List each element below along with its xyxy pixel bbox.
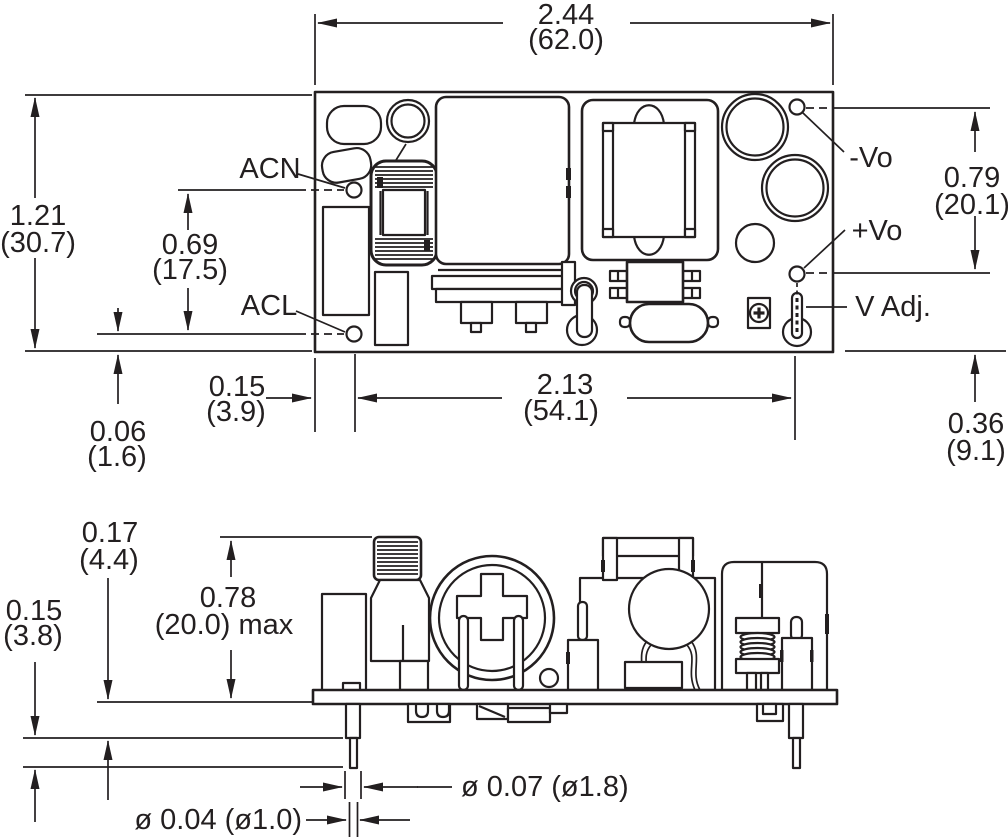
dim-edge-to-hole: 0.15 (3.9) bbox=[206, 371, 312, 428]
transformer bbox=[580, 98, 720, 262]
right-pin-block bbox=[780, 615, 814, 692]
under-board-connector-1 bbox=[406, 702, 452, 724]
dim-hole-to-edge-mm: (1.6) bbox=[87, 441, 147, 473]
capacitor-blob-small bbox=[320, 147, 373, 184]
acl-hole bbox=[345, 325, 363, 343]
board-side bbox=[311, 688, 839, 706]
to220-component bbox=[560, 260, 599, 347]
neg-vo-label: -Vo bbox=[849, 142, 893, 174]
side-left-block bbox=[320, 592, 368, 693]
under-board-connector-2 bbox=[475, 702, 569, 724]
dim-pin-length-mm: (3.8) bbox=[3, 620, 63, 652]
dim-pin-length-in: 0.15 bbox=[6, 595, 62, 627]
neg-vo-hole bbox=[788, 98, 806, 116]
input-filter-block bbox=[321, 205, 371, 317]
dim-pin-diameters: ø 0.07 (ø1.8) ø 0.04 (ø1.0) bbox=[134, 771, 629, 837]
output-capacitor-1 bbox=[720, 92, 790, 162]
dim-height-max-in: 0.78 bbox=[200, 582, 256, 614]
relay-block bbox=[373, 270, 410, 347]
pin-right bbox=[787, 702, 805, 770]
dim-output-pitch-mm: (20.1) bbox=[934, 189, 1008, 221]
side-view: 0.78 (20.0) max 0.17 (4.4) 0.15 (3.8) bbox=[3, 517, 839, 837]
overlap-marks bbox=[566, 560, 829, 664]
dim-height-mm: (30.7) bbox=[0, 227, 76, 259]
acn-label: ACN bbox=[239, 153, 300, 185]
dim-width-in: 2.44 bbox=[538, 0, 594, 31]
dim-hole-pitch-mm: (17.5) bbox=[152, 254, 228, 286]
capacitor-side bbox=[623, 567, 711, 691]
pos-vo-hole bbox=[788, 265, 806, 283]
dim-edge-to-hole-mm: (3.9) bbox=[206, 396, 266, 428]
dim-pin-length: 0.15 (3.8) bbox=[3, 595, 343, 822]
output-capacitor-2 bbox=[760, 153, 830, 223]
pos-vo-label: +Vo bbox=[852, 215, 903, 247]
dim-hole-span-mm: (54.1) bbox=[523, 395, 599, 427]
top-view: 2.44 (62.0) 1.21 (30.7) 0.69 (17.5) 0.15… bbox=[0, 0, 1008, 473]
dim-hole-pitch: 0.69 (17.5) bbox=[97, 189, 344, 335]
under-board-connector-right bbox=[755, 702, 785, 723]
dim-pin-dia-small: ø 0.04 (ø1.0) bbox=[134, 804, 302, 836]
v-adj-label: V Adj. bbox=[855, 291, 931, 323]
dim-standoff-mm: (4.4) bbox=[79, 544, 139, 576]
capacitor-blob-large bbox=[325, 104, 383, 146]
bulk-capacitor bbox=[430, 95, 575, 334]
dim-hole-pitch-in: 0.69 bbox=[162, 229, 218, 261]
dim-output-pitch-in: 0.79 bbox=[944, 162, 1000, 194]
inductor-coil-side bbox=[734, 616, 781, 692]
dim-standoff-in: 0.17 bbox=[82, 517, 138, 549]
pin-left bbox=[344, 702, 362, 770]
small-circle-side bbox=[538, 667, 560, 689]
dim-height: 1.21 (30.7) bbox=[0, 94, 312, 352]
toroid-inductor bbox=[369, 159, 439, 267]
dim-height-in: 1.21 bbox=[10, 200, 66, 232]
dim-width: 2.44 (62.0) bbox=[314, 0, 834, 85]
optocoupler bbox=[608, 260, 702, 304]
dim-edge-to-hole-in: 0.15 bbox=[209, 371, 265, 403]
small-capacitor bbox=[734, 222, 776, 264]
potentiometer bbox=[746, 296, 772, 330]
dim-hole-to-edge-in: 0.06 bbox=[90, 416, 146, 448]
middle-block-side bbox=[566, 600, 600, 692]
dim-output-to-edge-in: 0.36 bbox=[948, 408, 1004, 440]
dim-standoff: 0.17 (4.4) bbox=[79, 517, 313, 800]
dim-hole-to-edge: 0.06 (1.6) bbox=[87, 308, 147, 473]
capacitor-ring bbox=[385, 98, 431, 144]
acl-label: ACL bbox=[241, 290, 297, 322]
dim-output-pitch: 0.79 (20.1) bbox=[806, 107, 1008, 274]
dim-height-max-mm: (20.0) max bbox=[155, 609, 294, 641]
terminal-labels: ACN ACL -Vo +Vo V Adj. bbox=[239, 112, 931, 333]
dim-hole-span: 2.13 (54.1) bbox=[314, 354, 796, 440]
dim-pin-dia-large: ø 0.07 (ø1.8) bbox=[461, 771, 629, 803]
acn-hole bbox=[345, 181, 363, 199]
axial-capacitor bbox=[618, 302, 720, 344]
dim-output-to-edge-mm: (9.1) bbox=[946, 435, 1006, 467]
dim-hole-span-in: 2.13 bbox=[537, 369, 593, 401]
dim-height-max: 0.78 (20.0) max bbox=[155, 536, 372, 699]
cross-capacitor-side bbox=[428, 554, 556, 692]
dim-output-to-edge: 0.36 (9.1) bbox=[845, 350, 1006, 467]
screw-component bbox=[369, 535, 431, 692]
dim-width-mm: (62.0) bbox=[528, 24, 604, 56]
